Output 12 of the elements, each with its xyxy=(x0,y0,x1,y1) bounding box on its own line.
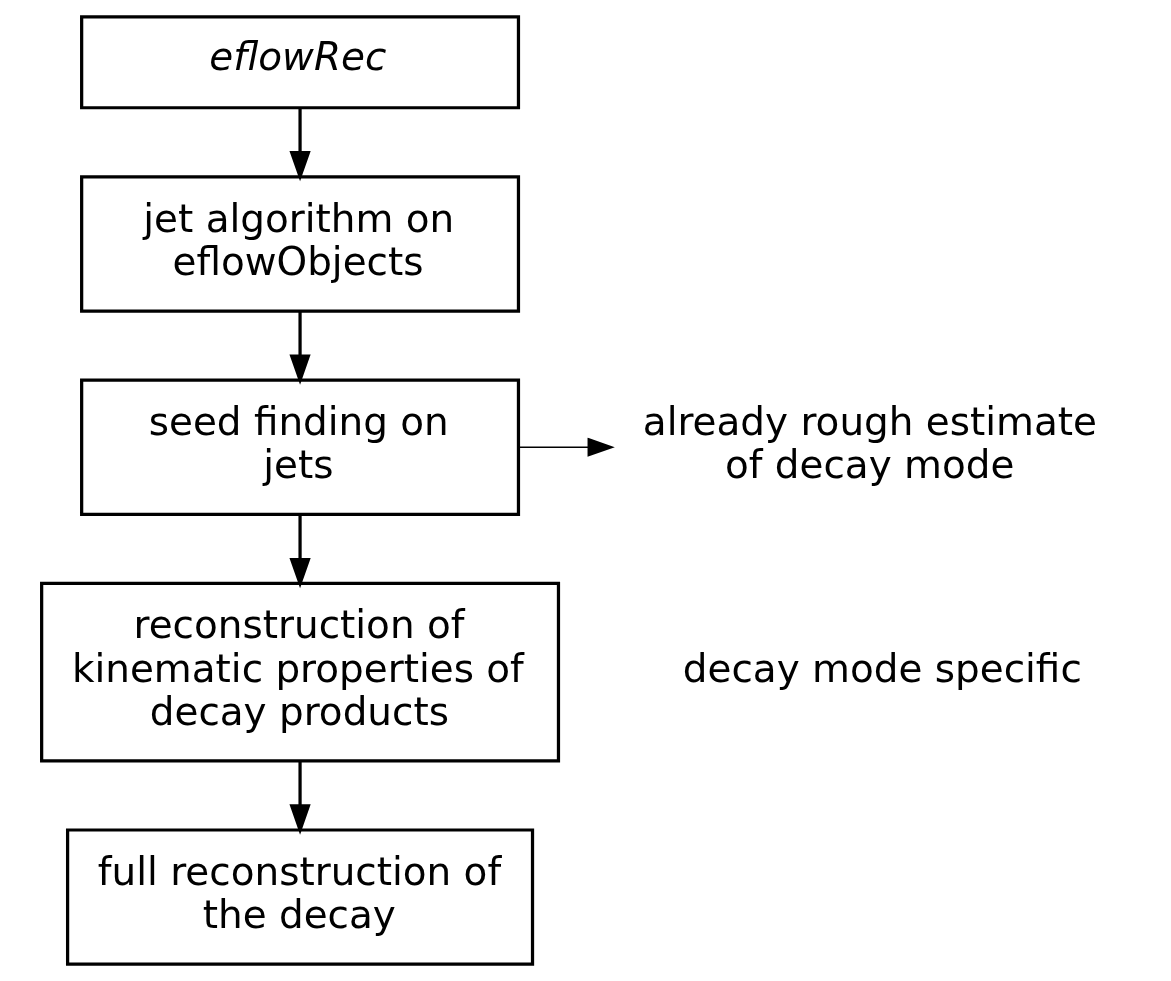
node-box: eflowRec xyxy=(80,15,521,110)
arrow xyxy=(289,760,311,835)
arrow xyxy=(517,437,615,457)
label: decay mode specific xyxy=(682,645,1082,691)
arrow xyxy=(289,108,311,182)
node-box: jet algorithm on eflowObjects xyxy=(80,175,521,313)
node-box: seed finding on jets xyxy=(80,378,521,516)
node-box: reconstruction of kinematic properties of decay products xyxy=(40,581,561,763)
node-box: full reconstruction of the decay xyxy=(65,828,535,966)
arrow xyxy=(289,311,311,385)
arrow xyxy=(289,514,311,589)
node-text: already rough estimate of decay mode xyxy=(642,399,1097,488)
